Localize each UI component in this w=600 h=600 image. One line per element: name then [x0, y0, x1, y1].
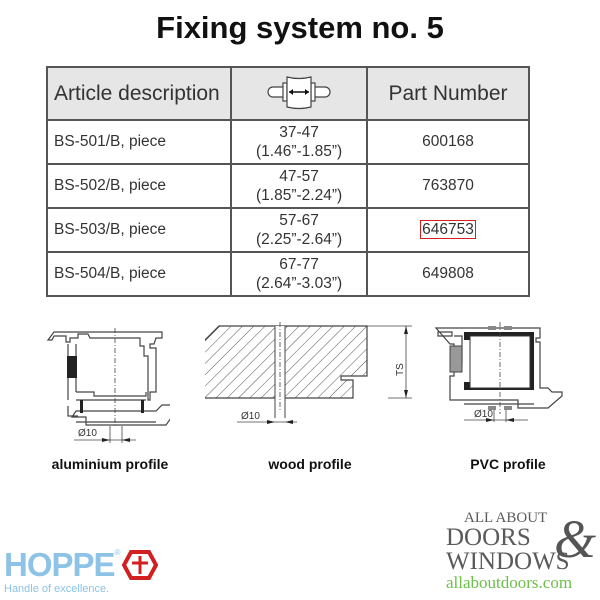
header-door-thickness	[230, 66, 369, 121]
door-thickness-icon	[267, 76, 331, 110]
range-in: (1.46”-1.85”)	[256, 143, 343, 160]
logo-line-doors: DOORS	[446, 524, 531, 551]
wood-profile-drawing: TS Ø10	[205, 322, 412, 424]
header-part-number: Part Number	[366, 66, 530, 121]
range-mm: 67-77	[279, 256, 319, 273]
table-row: BS-502/B, piece 47-57 (1.85”-2.24”) 76387…	[45, 163, 530, 209]
diameter-label: Ø10	[78, 428, 97, 439]
header-article-description: Article description	[45, 66, 233, 121]
logo-ampersand: &	[554, 509, 597, 569]
logo-url[interactable]: allaboutdoors.com	[446, 573, 573, 592]
diameter-label: Ø10	[241, 411, 260, 422]
caption-pvc-profile: PVC profile	[470, 456, 546, 472]
table-row: BS-504/B, piece 67-77 (2.64”-3.03”) 64980…	[45, 251, 530, 297]
part-number: 649808	[366, 251, 530, 297]
hoppe-emblem-icon	[122, 550, 159, 580]
article-description: BS-501/B, piece	[45, 119, 233, 165]
logo-line-windows: WINDOWS	[446, 548, 570, 575]
thickness-range: 47-57 (1.85”-2.24”)	[230, 163, 369, 209]
caption-wood-profile: wood profile	[268, 456, 352, 472]
range-mm: 57-67	[279, 212, 319, 229]
part-number: 763870	[366, 163, 530, 209]
range-in: (2.64”-3.03”)	[256, 275, 343, 292]
thickness-range: 37-47 (1.46”-1.85”)	[230, 119, 369, 165]
range-mm: 37-47	[279, 124, 319, 141]
hoppe-logo: HOPPE ® Handle of excellence.	[4, 546, 159, 595]
hoppe-tagline: Handle of excellence.	[4, 583, 110, 595]
range-in: (2.25”-2.64”)	[256, 231, 343, 248]
table-row: BS-501/B, piece 37-47 (1.46”-1.85”) 60016…	[45, 119, 530, 165]
thickness-range: 57-67 (2.25”-2.64”)	[230, 207, 369, 253]
thickness-label: TS	[395, 363, 406, 376]
page-title: Fixing system no. 5	[156, 10, 444, 45]
part-number: 600168	[366, 119, 530, 165]
spec-table: Article description Part Number BS-501/B…	[45, 66, 530, 297]
article-description: BS-503/B, piece	[45, 207, 233, 253]
range-mm: 47-57	[279, 168, 319, 185]
thickness-range: 67-77 (2.64”-3.03”)	[230, 251, 369, 297]
diameter-label: Ø10	[474, 409, 493, 420]
article-description: BS-504/B, piece	[45, 251, 233, 297]
table-row: BS-503/B, piece 57-67 (2.25”-2.64”) 64675…	[45, 207, 530, 253]
article-description: BS-502/B, piece	[45, 163, 233, 209]
logo-line-all-about: ALL ABOUT	[464, 510, 548, 526]
aluminium-profile-drawing: Ø10	[46, 328, 170, 443]
range-in: (1.85”-2.24”)	[256, 187, 343, 204]
caption-aluminium-profile: aluminium profile	[51, 456, 169, 472]
highlighted-part-number: 646753	[420, 220, 476, 239]
allaboutdoors-logo: ALL ABOUT DOORS WINDOWS allaboutdoors.co…	[446, 509, 600, 592]
part-number-cell: 646753	[366, 207, 530, 253]
hoppe-wordmark: HOPPE	[4, 546, 116, 583]
table-header-row: Article description Part Number	[45, 66, 530, 121]
pvc-profile-drawing: Ø10	[434, 322, 563, 422]
registered-mark: ®	[114, 548, 121, 557]
